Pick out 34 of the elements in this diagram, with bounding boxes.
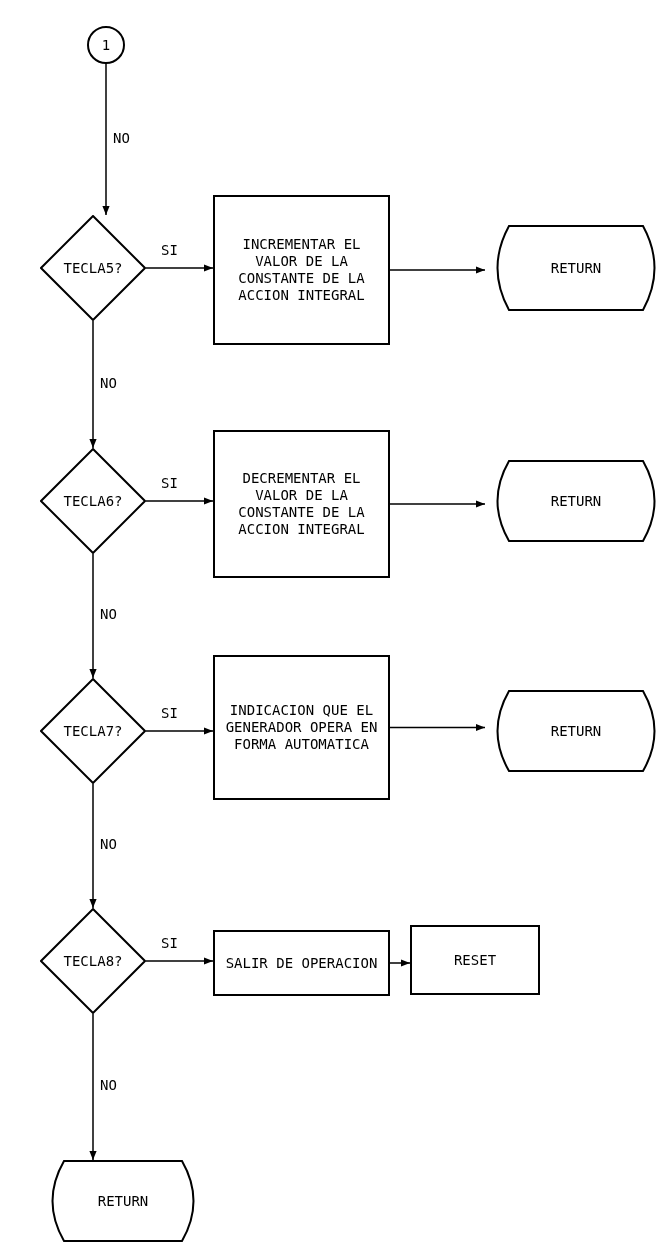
edge-label: NO	[99, 1077, 118, 1093]
edge-label: SI	[160, 935, 179, 951]
node-text: 1	[101, 36, 111, 54]
node-text: INDICACION QUE EL GENERADOR OPERA EN FORMA AUTOMATICA	[224, 702, 379, 753]
node-text: DECREMENTAR EL VALOR DE LA CONSTANTE DE LA ACCION INTEGRAL	[237, 470, 366, 538]
node-text: TECLA8?	[63, 952, 123, 970]
node-text: TECLA6?	[63, 492, 123, 510]
arrow	[389, 500, 486, 508]
arrow	[145, 727, 214, 735]
arrow	[389, 723, 486, 732]
arrow	[102, 63, 110, 216]
node-text: RETURN	[97, 1192, 149, 1210]
edge-label: NO	[99, 606, 118, 622]
arrow	[145, 264, 214, 272]
arrow	[389, 959, 411, 967]
node-text: SALIR DE OPERACION	[225, 954, 378, 972]
arrow	[89, 1013, 97, 1161]
edge-label: SI	[160, 705, 179, 721]
arrow	[89, 553, 97, 679]
node-text: INCREMENTAR EL VALOR DE LA CONSTANTE DE LA ACCION INTEGRAL	[237, 236, 366, 304]
arrow	[145, 957, 214, 965]
arrow	[389, 266, 486, 274]
node-text: RETURN	[550, 492, 602, 510]
arrow	[89, 783, 97, 909]
arrow	[89, 320, 97, 449]
edge-label: NO	[99, 836, 118, 852]
node-text: RETURN	[550, 259, 602, 277]
arrow	[145, 497, 214, 505]
edge-label: SI	[160, 475, 179, 491]
node-text: RESET	[453, 951, 497, 969]
node-text: TECLA7?	[63, 722, 123, 740]
node-text: RETURN	[550, 722, 602, 740]
node-text: TECLA5?	[63, 259, 123, 277]
edge-label: SI	[160, 242, 179, 258]
